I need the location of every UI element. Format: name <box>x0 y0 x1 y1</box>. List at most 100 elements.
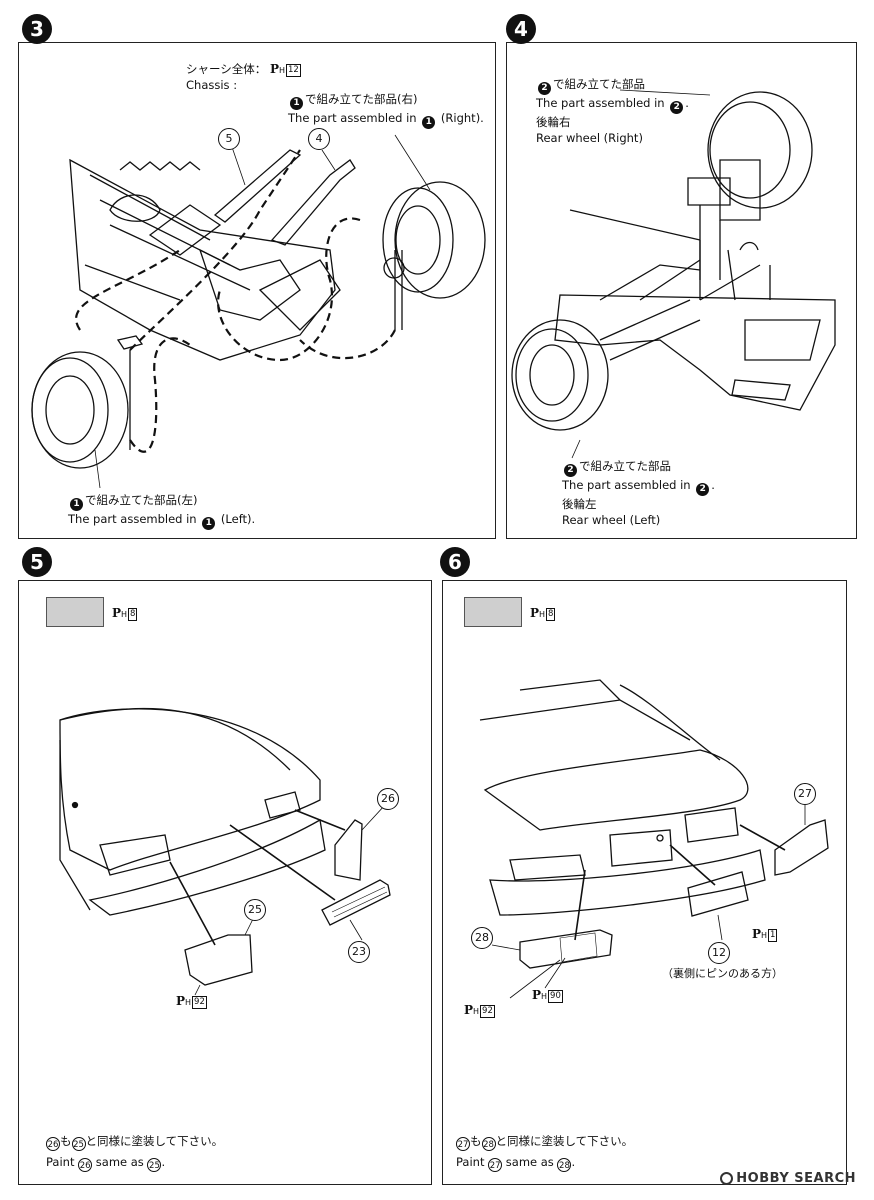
paint-sub: H <box>473 1007 480 1016</box>
part-circle: 25 <box>147 1158 162 1172</box>
step-4-number: 4 <box>506 14 536 44</box>
top-jp2: 後輪右 <box>536 115 571 129</box>
paint-symbol: P <box>752 927 762 941</box>
step-5-paint-swatch <box>46 597 104 627</box>
top-jp: で組み立てた部品 <box>553 77 645 91</box>
paint-sub: H <box>539 610 546 619</box>
step-6-panel <box>442 580 847 1185</box>
part-circle: 27 <box>456 1137 470 1151</box>
note-jp-end: と同様に塗装して下さい。 <box>85 1134 224 1148</box>
right-jp: で組み立てた部品(右) <box>305 92 418 106</box>
left-jp: で組み立てた部品(左) <box>85 493 198 507</box>
note-jp-end: と同様に塗装して下さい。 <box>495 1134 634 1148</box>
step-6-number: 6 <box>440 547 470 577</box>
right-en-post: (Right). <box>440 111 484 125</box>
step-3-number: 3 <box>22 14 52 44</box>
watermark-text: HOBBY SEARCH <box>736 1171 856 1186</box>
ref-2-badge: 2 <box>696 483 710 496</box>
part-circle: 25 <box>71 1137 86 1151</box>
right-en-pre: The part assembled in <box>288 111 417 125</box>
bot-en2: Rear wheel (Left) <box>562 513 661 527</box>
step-3-chassis-drawing <box>31 134 486 489</box>
note-jp-mid: も <box>470 1134 482 1148</box>
part-27-callout: 27 <box>794 783 816 805</box>
part-25-callout: 25 <box>244 899 266 921</box>
step-5-car-front-drawing <box>59 707 391 996</box>
paint-sub: H <box>541 992 548 1001</box>
note-en-mid: same as <box>95 1155 144 1169</box>
note-jp-mid: も <box>60 1134 72 1148</box>
ref-2-badge: 2 <box>538 82 551 95</box>
step-4-panel <box>506 42 857 539</box>
part-5-callout: 5 <box>218 128 240 150</box>
watermark-logo-icon <box>720 1172 734 1185</box>
paint-symbol: P <box>532 988 542 1002</box>
paint-code-box: 1 <box>768 929 778 942</box>
step-6-paint-swatch <box>464 597 522 627</box>
paint-code-box: 12 <box>285 64 301 77</box>
left-en-pre: The part assembled in <box>68 512 197 526</box>
paint-code-box: 92 <box>480 1005 495 1018</box>
step-3-panel <box>18 42 496 539</box>
paint-sub: H <box>185 998 192 1007</box>
part-4-callout: 4 <box>308 128 330 150</box>
paint-symbol: P <box>269 62 279 76</box>
step-6-pin-note: （裏側にピンのある方） <box>662 967 783 980</box>
note-en-end: . <box>161 1155 166 1169</box>
top-en-pre: The part assembled in <box>536 96 665 110</box>
note-en-pre: Paint <box>46 1155 75 1169</box>
paint-code-box: 90 <box>548 990 563 1003</box>
note-en-pre: Paint <box>456 1155 485 1169</box>
ref-1-badge: 1 <box>290 97 303 110</box>
paint-code-box: 8 <box>546 608 556 621</box>
step-5-panel <box>18 580 432 1185</box>
paint-sub: H <box>761 931 768 940</box>
step-6-car-rear-drawing <box>479 679 829 999</box>
chassis-en: Chassis : <box>186 78 238 92</box>
bot-jp2: 後輪左 <box>562 497 597 511</box>
ref-1-badge: 1 <box>70 498 83 511</box>
paint-sub: H <box>278 66 285 75</box>
chassis-jp: シャーシ全体： <box>186 62 267 76</box>
left-en-post: (Left). <box>220 512 256 526</box>
paint-code-box: 92 <box>192 996 207 1009</box>
part-circle: 28 <box>481 1137 496 1151</box>
paint-symbol: P <box>176 994 186 1008</box>
paint-symbol: P <box>530 606 540 620</box>
part-26-callout: 26 <box>377 788 399 810</box>
note-en-end: . <box>571 1155 576 1169</box>
step-5-number: 5 <box>22 547 52 577</box>
part-circle: 28 <box>557 1158 572 1172</box>
part-23-callout: 23 <box>348 941 370 963</box>
bot-jp: で組み立てた部品 <box>579 459 671 473</box>
ref-1-badge: 1 <box>422 116 436 129</box>
paint-code-box: 8 <box>128 608 138 621</box>
paint-symbol: P <box>464 1003 474 1017</box>
top-en2: Rear wheel (Right) <box>536 131 643 145</box>
ref-1-badge: 1 <box>202 517 216 530</box>
paint-symbol: P <box>112 606 122 620</box>
paint-sub: H <box>121 610 128 619</box>
bot-en-pre: The part assembled in <box>562 478 691 492</box>
part-circle: 26 <box>46 1137 60 1151</box>
part-12-callout: 12 <box>708 942 730 964</box>
part-circle: 27 <box>488 1158 503 1172</box>
part-28-callout: 28 <box>471 927 493 949</box>
watermark: HOBBY SEARCH <box>720 1171 856 1186</box>
ref-2-badge: 2 <box>564 464 577 477</box>
ref-2-badge: 2 <box>670 101 684 114</box>
note-en-mid: same as <box>505 1155 554 1169</box>
step-4-wheel-drawing <box>511 89 836 459</box>
